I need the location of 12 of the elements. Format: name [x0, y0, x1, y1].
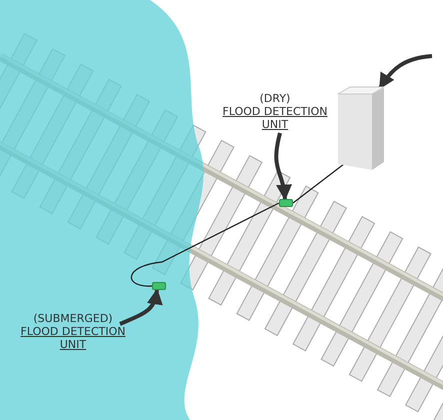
label-text: FLOOD DETECTION UNIT: [222, 105, 328, 131]
trackside-cabinet: [338, 86, 384, 170]
arrow: [119, 288, 162, 326]
cable-line: [292, 164, 344, 204]
label-text: FLOOD DETECTION UNIT: [20, 325, 126, 351]
condition-text: (SUBMERGED): [32, 312, 114, 325]
cable-line: [131, 202, 280, 287]
sensor-unit: [279, 199, 293, 207]
condition-text: (DRY): [258, 92, 292, 105]
arrow: [274, 132, 292, 201]
arrow: [378, 54, 432, 90]
sensor-unit: [152, 282, 166, 290]
